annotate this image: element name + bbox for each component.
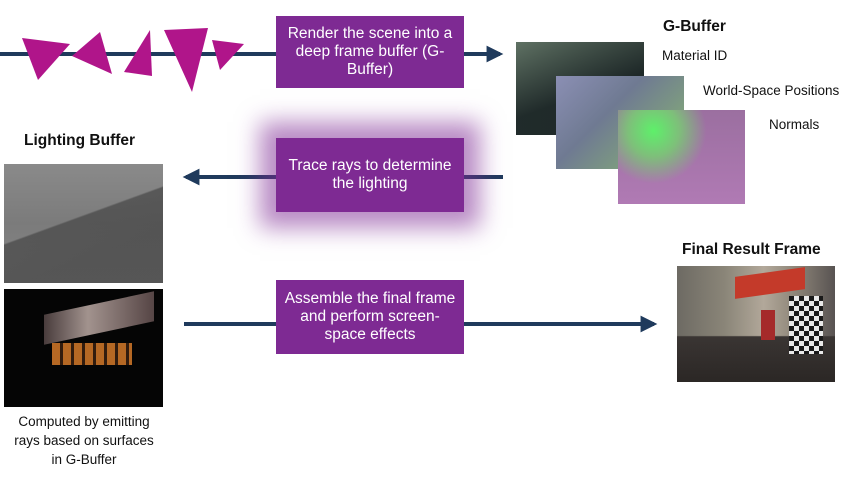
lighting-caption: Computed by emitting rays based on surfa… [14,414,154,467]
lighting-title: Lighting Buffer [24,132,136,149]
scene-triangle [164,28,208,92]
render-step-text: Render the scene into a deep frame buffe… [287,25,453,78]
assemble-step-box: Assemble the final frame and perform scr… [276,280,464,354]
trace-step-text: Trace rays to determine the lighting [288,157,452,192]
gbuffer-title: G-Buffer [663,18,726,35]
gbuffer-layer-label: Normals [769,117,820,132]
scene-triangles [22,28,244,92]
lighting-buffer-image [4,164,163,283]
diner-sign [735,267,805,299]
gbuffer-layer-label: Material ID [662,48,728,63]
scene-triangle [22,38,70,80]
checker-wall [789,296,823,354]
scene-triangle [212,40,244,70]
render-step-box: Render the scene into a deep frame buffe… [276,16,464,88]
scene-triangle [72,32,112,74]
final-result-image [677,266,835,382]
diner-sign-glow [44,291,154,345]
final-title: Final Result Frame [682,241,821,258]
trace-step-box: Trace rays to determine the lighting [276,138,464,212]
gbuffer-normals-image [618,110,745,204]
scene-triangle [124,30,152,76]
diner-door [761,310,775,340]
lit-windows [52,343,132,365]
lighting-emission-image [4,289,163,407]
gbuffer-layer-label: World-Space Positions [703,83,840,98]
assemble-step-text: Assemble the final frame and perform scr… [284,290,456,343]
